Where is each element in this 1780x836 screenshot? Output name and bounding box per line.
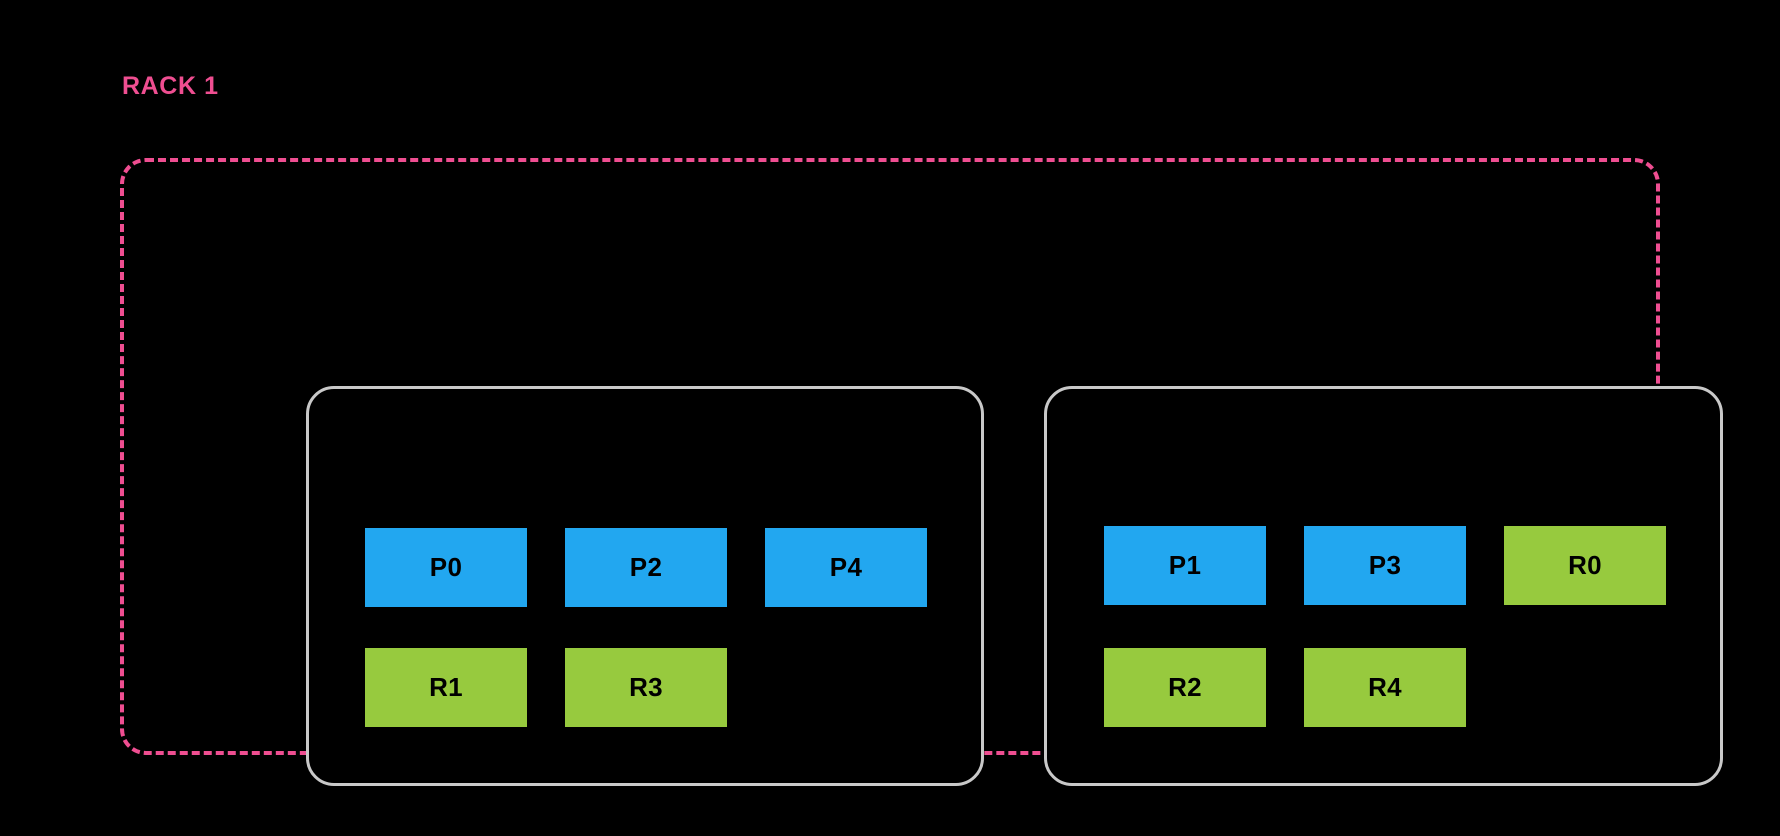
rack-boundary: P0 P2 P4 R1 R3 P1 P3 R0 R2 R4	[120, 158, 1723, 786]
server-card-1[interactable]: P1 P3 R0 R2 R4	[1044, 386, 1723, 786]
partition-block-p2[interactable]: P2	[565, 528, 727, 607]
server-1-replica-row: R2 R4	[1104, 648, 1466, 727]
server-1-primary-row: P1 P3 R0	[1104, 526, 1666, 605]
partition-block-p1[interactable]: P1	[1104, 526, 1266, 605]
replica-block-r4[interactable]: R4	[1304, 648, 1466, 727]
server-0-replica-row: R1 R3	[365, 648, 727, 727]
server-card-0[interactable]: P0 P2 P4 R1 R3	[306, 386, 984, 786]
replica-block-r0[interactable]: R0	[1504, 526, 1666, 605]
rack-label: RACK 1	[122, 72, 219, 100]
partition-block-p4[interactable]: P4	[765, 528, 927, 607]
replica-block-r3[interactable]: R3	[565, 648, 727, 727]
replica-block-r2[interactable]: R2	[1104, 648, 1266, 727]
partition-block-p3[interactable]: P3	[1304, 526, 1466, 605]
partition-block-p0[interactable]: P0	[365, 528, 527, 607]
server-0-primary-row: P0 P2 P4	[365, 528, 927, 607]
replica-block-r1[interactable]: R1	[365, 648, 527, 727]
